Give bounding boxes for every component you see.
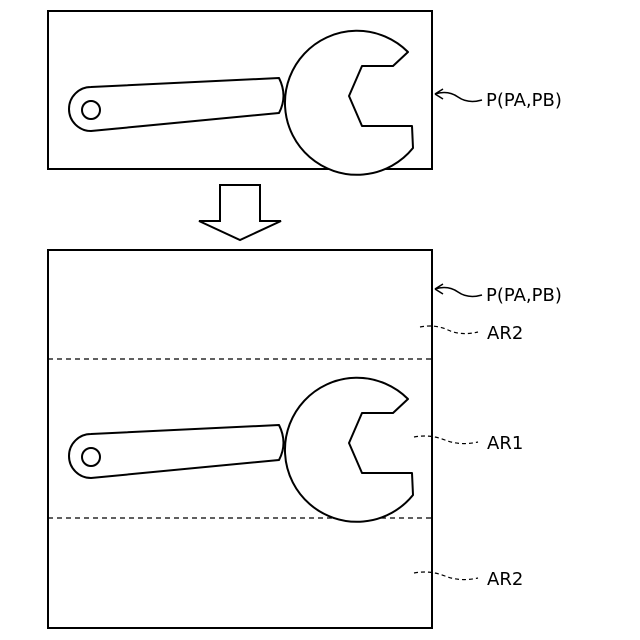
bottom-panel-label-leader — [435, 288, 482, 297]
region-top-label: AR2 — [487, 323, 523, 344]
bottom-panel-label-arrowhead — [435, 284, 443, 294]
region-middle-label: AR1 — [487, 433, 523, 454]
top-panel-label: P(PA,PB) — [486, 90, 562, 111]
bottom-panel-label: P(PA,PB) — [486, 285, 562, 306]
top-panel-label-arrowhead — [435, 89, 443, 99]
top-panel-label-leader — [435, 93, 482, 102]
transition-arrow-icon — [199, 185, 281, 240]
region-bottom-label: AR2 — [487, 569, 523, 590]
